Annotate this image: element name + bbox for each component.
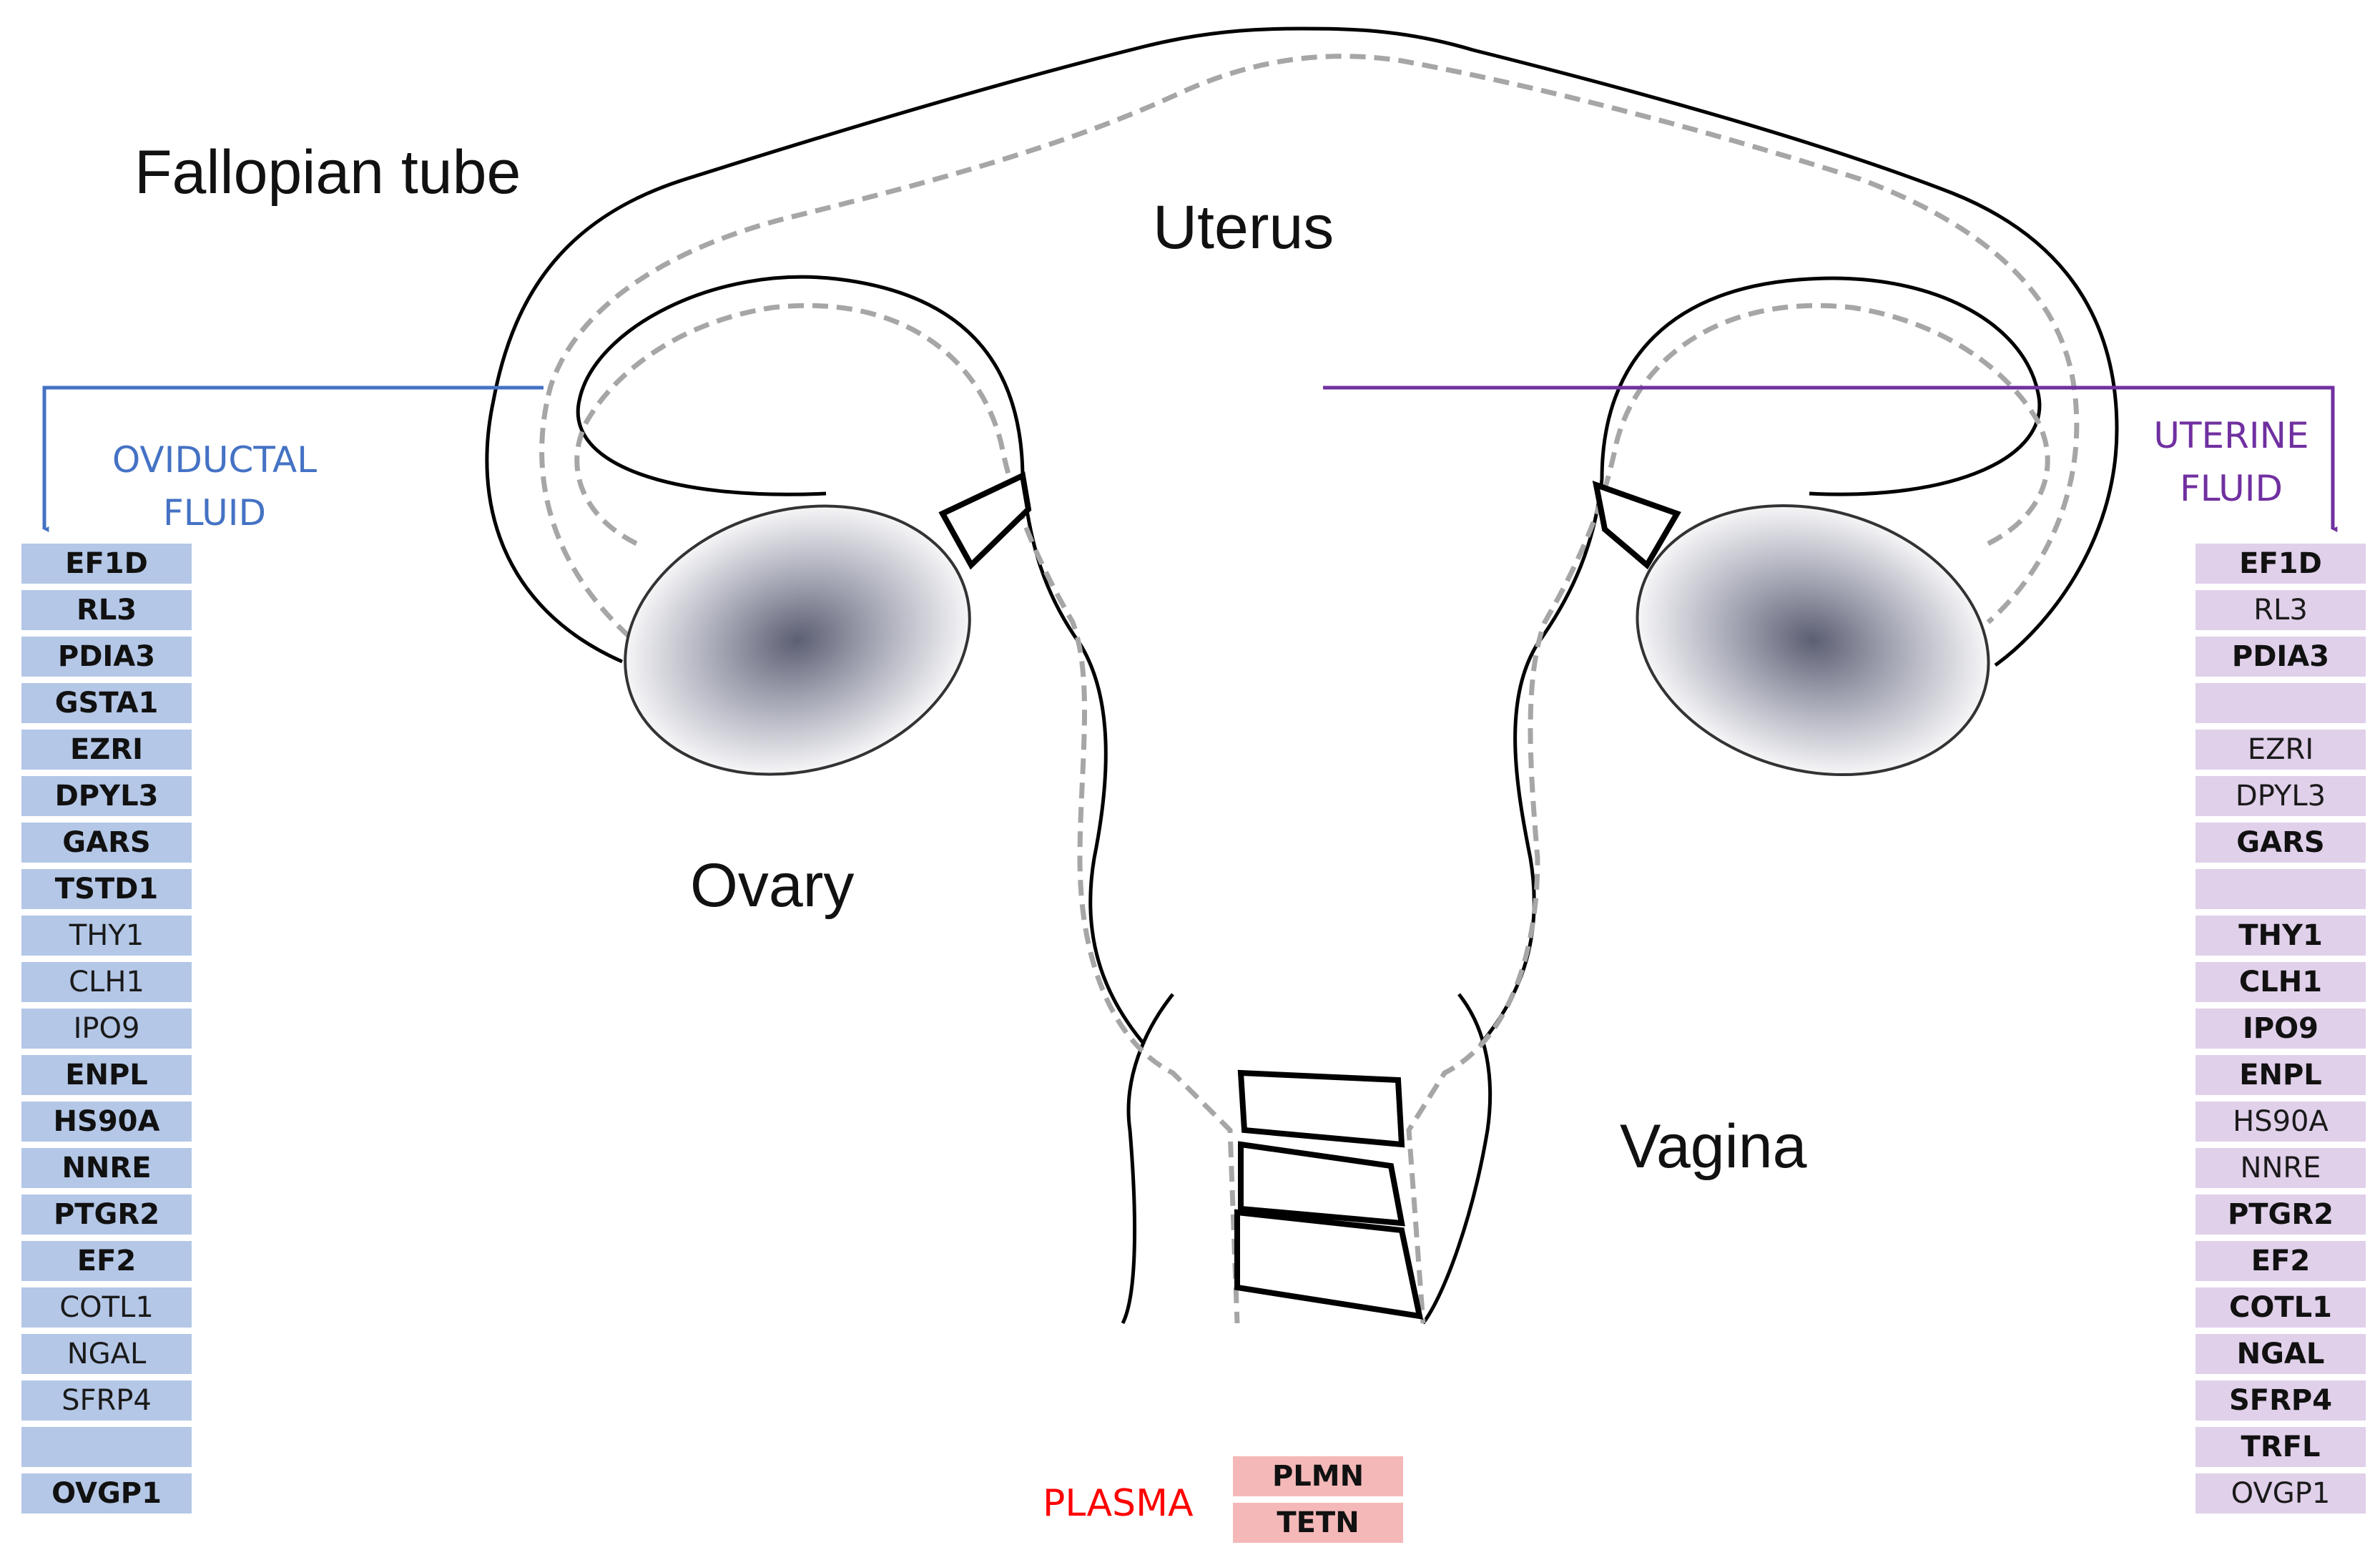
oviductal-protein-cell: RL3 (21, 590, 192, 630)
uterine-protein-cell: GARS (2195, 823, 2366, 863)
oviductal-protein-cell: PDIA3 (21, 637, 192, 677)
uterine-protein-cell: COTL1 (2195, 1287, 2366, 1328)
left-ovarian-ligament (938, 471, 1032, 570)
uterine-protein-cell (2195, 869, 2366, 909)
oviductal-fluid-label-line2: FLUID (163, 492, 266, 534)
uterine-protein-cell: IPO9 (2195, 1009, 2366, 1049)
uterine-protein-cell: OVGP1 (2195, 1473, 2366, 1514)
ovary-label: Ovary (690, 851, 855, 920)
endometrial-lining-dashed (539, 54, 2080, 1324)
uterine-protein-cell: EF1D (2195, 544, 2366, 584)
left-ovary (624, 504, 971, 776)
oviductal-protein-cell: ENPL (21, 1055, 192, 1095)
right-ovary (1636, 504, 1990, 777)
uterine-protein-cell: RL3 (2195, 590, 2366, 630)
uterine-protein-cell: TRFL (2195, 1427, 2366, 1467)
oviductal-protein-cell: SFRP4 (21, 1380, 192, 1421)
plasma-label: PLASMA (1043, 1482, 1194, 1525)
uterine-protein-cell: NNRE (2195, 1148, 2366, 1188)
oviductal-protein-cell: CLH1 (21, 962, 192, 1002)
right-tube-loop (1600, 276, 2042, 496)
uterine-protein-cell: NGAL (2195, 1334, 2366, 1374)
uterine-protein-cell: PTGR2 (2195, 1194, 2366, 1235)
oviductal-protein-cell: NGAL (21, 1334, 192, 1374)
uterine-protein-cell: DPYL3 (2195, 776, 2366, 816)
uterine-protein-cell: EF2 (2195, 1241, 2366, 1281)
uterine-fluid-label: UTERINE FLUID (2117, 409, 2346, 515)
oviductal-protein-cell: EZRI (21, 730, 192, 770)
oviductal-fluid-label-line1: OVIDUCTAL (112, 439, 318, 481)
uterine-protein-cell: EZRI (2195, 730, 2366, 770)
oviductal-protein-cell: HS90A (21, 1102, 192, 1142)
left-tube-loop (576, 275, 1025, 496)
uterine-protein-cell: SFRP4 (2195, 1380, 2366, 1421)
oviductal-protein-cell: NNRE (21, 1148, 192, 1188)
oviductal-protein-cell: COTL1 (21, 1287, 192, 1328)
oviductal-protein-cell: EF2 (21, 1241, 192, 1281)
plasma-protein-cell: PLMN (1233, 1456, 1403, 1496)
uterine-fluid-label-line2: FLUID (2180, 468, 2283, 509)
oviductal-fluid-label: OVIDUCTAL FLUID (100, 433, 329, 539)
right-ovarian-ligament (1592, 480, 1681, 570)
uterine-protein-cell: ENPL (2195, 1055, 2366, 1095)
vaginal-rugae (1234, 1069, 1424, 1320)
plasma-protein-list: PLMN TETN (1233, 1456, 1403, 1543)
oviductal-protein-cell: EF1D (21, 544, 192, 584)
oviductal-connector-line (42, 386, 544, 532)
vagina-label: Vagina (1620, 1112, 1807, 1181)
uterine-protein-cell: CLH1 (2195, 962, 2366, 1002)
oviductal-protein-cell: PTGR2 (21, 1194, 192, 1235)
oviductal-protein-cell: OVGP1 (21, 1473, 192, 1514)
oviductal-protein-cell: GSTA1 (21, 683, 192, 723)
uterine-connector-line (1323, 386, 2338, 532)
fallopian-tube-label: Fallopian tube (134, 138, 521, 207)
uterine-protein-cell (2195, 683, 2366, 723)
oviductal-protein-cell: GARS (21, 823, 192, 863)
uterine-cavity-outline (1021, 479, 1604, 1046)
uterine-fluid-label-line1: UTERINE (2153, 415, 2309, 456)
oviductal-protein-cell (21, 1427, 192, 1467)
uterine-protein-cell: THY1 (2195, 916, 2366, 956)
oviductal-protein-cell: TSTD1 (21, 869, 192, 909)
uterus-label: Uterus (1153, 193, 1334, 262)
oviductal-protein-cell: DPYL3 (21, 776, 192, 816)
uterine-protein-cell: PDIA3 (2195, 637, 2366, 677)
plasma-protein-cell: TETN (1233, 1503, 1403, 1543)
uterus-outer-outline (485, 26, 2119, 1325)
oviductal-protein-cell: IPO9 (21, 1009, 192, 1049)
uterine-protein-cell: HS90A (2195, 1102, 2366, 1142)
oviductal-protein-cell: THY1 (21, 916, 192, 956)
